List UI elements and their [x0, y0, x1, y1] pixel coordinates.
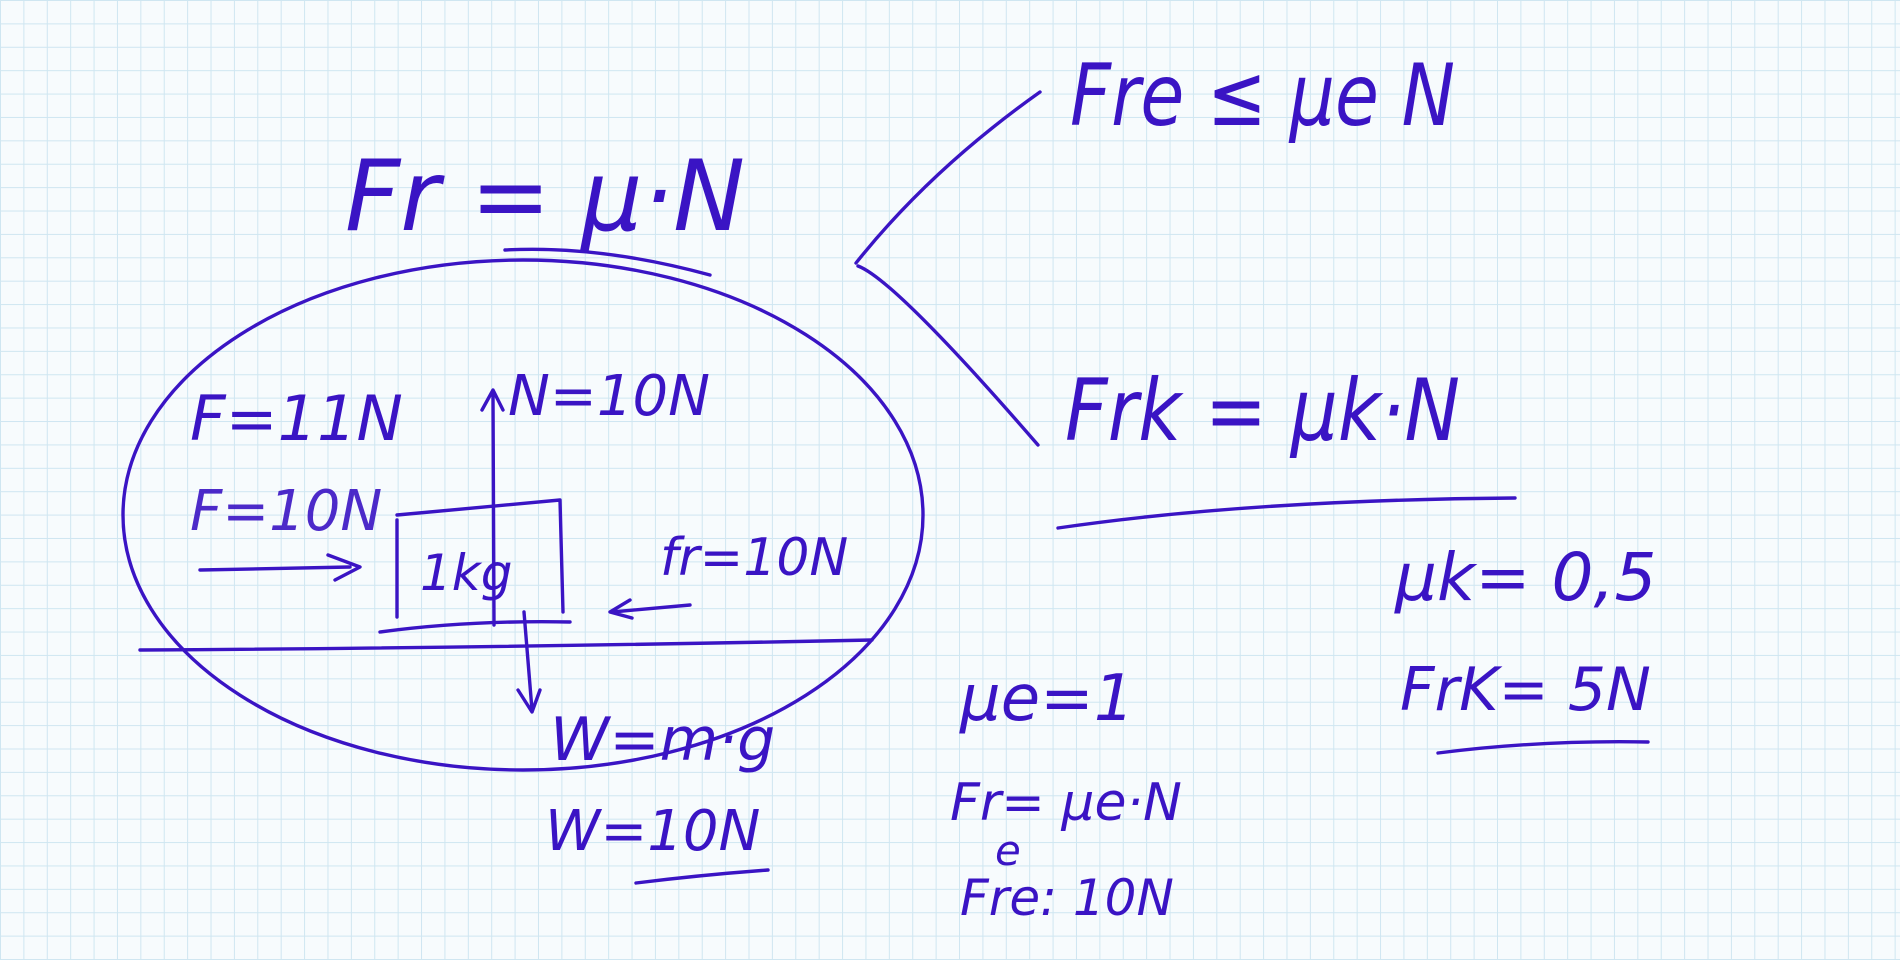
normal-arrow-icon: [480, 388, 505, 627]
kinetic-coefficient: μk= 0,5: [1394, 539, 1656, 616]
block: [378, 498, 572, 634]
main-formula-underline: [503, 247, 712, 277]
static-friction-formula: Fre ≤ μe N: [1070, 46, 1455, 146]
diagram-ellipse: [121, 258, 925, 772]
friction-label: fr=10N: [660, 528, 848, 588]
weight-value: W=10N: [545, 799, 760, 864]
branch-line-upper: [854, 90, 1042, 265]
weight-underline: [634, 868, 770, 885]
static-coefficient: μe=1: [959, 662, 1134, 736]
weight-formula: W=m·g: [550, 705, 775, 775]
kinetic-formula-underline: [1056, 496, 1517, 530]
branch-line-lower: [856, 264, 1040, 447]
kinetic-result-underline: [1436, 740, 1650, 755]
ground-line: [138, 638, 874, 652]
applied-force-label: F=11N: [190, 382, 403, 455]
static-result: Fre: 10N: [960, 869, 1174, 927]
kinetic-friction-formula: Frk = μk·N: [1065, 361, 1460, 461]
static-formula: Fr= μe·N: [950, 773, 1182, 833]
force-arrow-icon: [198, 553, 362, 582]
main-formula: Fr = μ·N: [345, 140, 745, 254]
kinetic-result: FrK= 5N: [1400, 655, 1651, 725]
normal-force-label: N=10N: [508, 364, 710, 429]
weight-arrow-icon: [516, 610, 542, 714]
static-formula-subscript: e: [995, 826, 1021, 875]
friction-arrow-icon: [608, 598, 692, 620]
applied-force-old-label: F=10N: [190, 479, 382, 544]
block-mass: 1kg: [420, 544, 513, 602]
